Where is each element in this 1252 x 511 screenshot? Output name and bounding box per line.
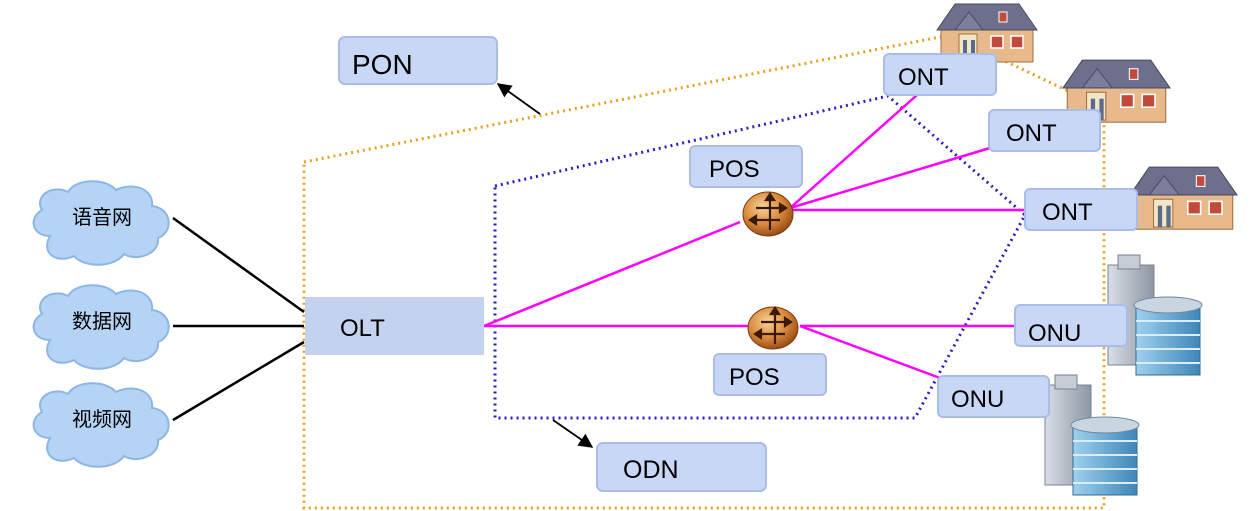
fiber-pos-top-to-ont2 bbox=[789, 146, 991, 210]
cloud-data: 数据网 bbox=[32, 284, 170, 370]
video-to-olt-line bbox=[172, 340, 305, 422]
fiber-pos-bottom-to-onu2 bbox=[799, 324, 941, 380]
ont-1-box: ONT bbox=[883, 53, 997, 96]
odn-label: ODN bbox=[623, 456, 679, 484]
pos-bottom-label: POS bbox=[729, 364, 780, 391]
ont-1-label: ONT bbox=[898, 64, 949, 91]
onu-1-box: ONU bbox=[1014, 304, 1128, 347]
onu-1-label: ONU bbox=[1028, 320, 1081, 347]
odn-label-box: ODN bbox=[596, 442, 767, 492]
cloud-voice-label: 语音网 bbox=[72, 205, 132, 229]
cloud-voice: 语音网 bbox=[32, 180, 170, 266]
pon-label-box: PON bbox=[338, 36, 498, 85]
cloud-data-label: 数据网 bbox=[72, 309, 132, 333]
onu-2-label: ONU bbox=[951, 386, 1004, 413]
olt-node: OLT bbox=[305, 297, 484, 355]
ont-2-box: ONT bbox=[988, 109, 1101, 152]
cloud-video-label: 视频网 bbox=[72, 407, 132, 431]
pos-bottom-label-box: POS bbox=[713, 353, 827, 396]
ont-2-label: ONT bbox=[1006, 120, 1057, 147]
ont-3-box: ONT bbox=[1024, 188, 1138, 231]
ont-3-label: ONT bbox=[1042, 199, 1093, 226]
onu-2-box: ONU bbox=[937, 375, 1050, 418]
fiber-pos-top-to-ont1 bbox=[789, 94, 918, 209]
pon-boundary bbox=[302, 33, 1106, 510]
pos-top-label: POS bbox=[709, 156, 760, 183]
pon-label: PON bbox=[352, 49, 413, 80]
splitter-bottom-icon bbox=[747, 306, 799, 350]
building-2-icon bbox=[1044, 374, 1140, 496]
fiber-links bbox=[483, 94, 1025, 380]
cloud-video: 视频网 bbox=[32, 382, 170, 468]
fiber-olt-to-pos-top bbox=[483, 220, 741, 328]
voice-to-olt-line bbox=[172, 216, 305, 314]
odn-arrow bbox=[552, 419, 594, 448]
olt-label: OLT bbox=[340, 315, 385, 342]
splitter-top-icon bbox=[742, 191, 794, 237]
pon-arrow bbox=[496, 83, 541, 115]
pos-top-label-box: POS bbox=[689, 145, 803, 188]
house-3-icon bbox=[1129, 166, 1238, 231]
